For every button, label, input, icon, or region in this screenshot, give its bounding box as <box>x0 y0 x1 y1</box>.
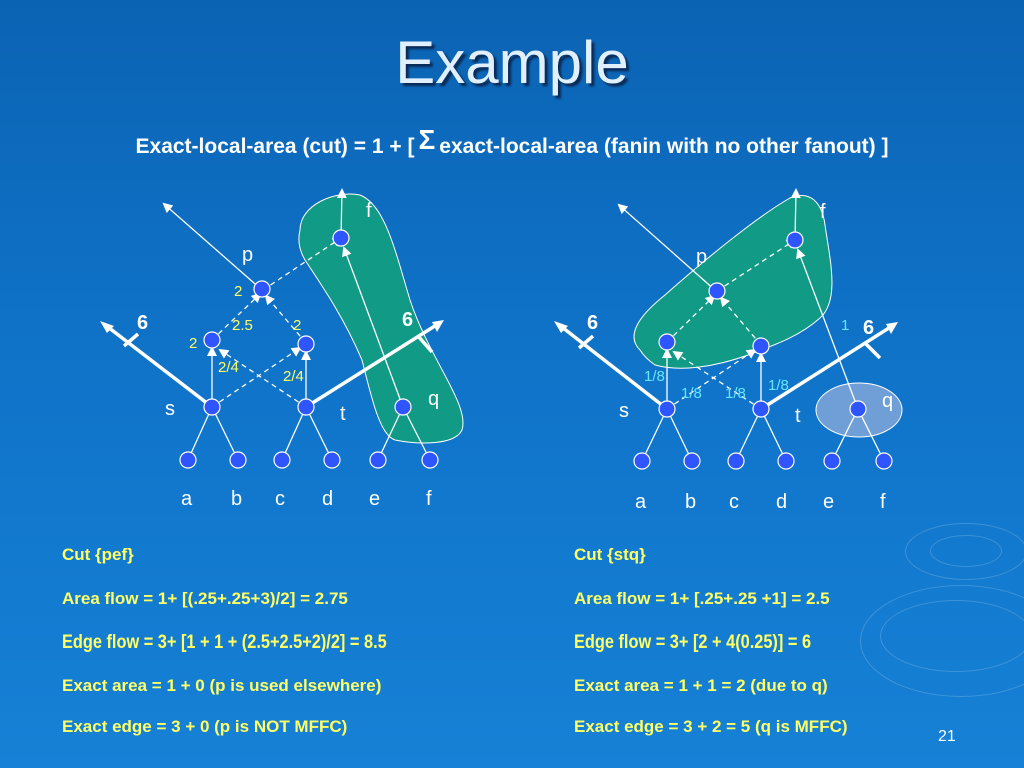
label-q: q <box>428 388 439 410</box>
label-f-bottom: f <box>426 488 432 510</box>
right-cut-region <box>633 195 833 369</box>
weight-label: 1/8 <box>681 385 702 402</box>
node-d <box>323 451 341 469</box>
page-number: 21 <box>938 728 956 745</box>
node-c <box>273 451 291 469</box>
node-a <box>633 452 651 470</box>
weight-label: 1 <box>841 317 849 334</box>
node-t <box>752 400 770 418</box>
node-p <box>708 282 726 300</box>
node-t <box>297 398 315 416</box>
label-e: e <box>823 491 834 513</box>
label-a: a <box>635 491 647 513</box>
node-s <box>203 398 221 416</box>
node-p <box>253 280 271 298</box>
label-c: c <box>729 491 739 513</box>
label-e: e <box>369 488 380 510</box>
node-b <box>229 451 247 469</box>
left-cut-region <box>298 193 464 444</box>
weight-label: 2/4 <box>218 359 239 376</box>
right-text-column: Cut {stq} Area flow = 1+ [.25+.25 +1] = … <box>574 545 954 745</box>
cut-value-right: 6 <box>402 309 413 331</box>
left-exact-edge: Exact edge = 3 + 0 (p is NOT MFFC) <box>62 717 348 736</box>
node-mid-left <box>658 333 676 351</box>
right-diagram: f p s t q a b c d e f 6 6 1 1/8 1/8 1/8 … <box>554 188 903 513</box>
left-text-column: Cut {pef} Area flow = 1+ [(.25+.25+3)/2]… <box>62 545 522 745</box>
label-s: s <box>619 400 629 422</box>
right-cut-line: Cut {stq} <box>574 545 646 564</box>
label-p: p <box>696 246 707 268</box>
node-mid-right <box>297 335 315 353</box>
node-e <box>823 452 841 470</box>
sigma-symbol: Σ <box>418 124 436 155</box>
formula-right: exact-local-area (fanin with no other fa… <box>439 135 889 158</box>
weight-label: 2/4 <box>283 368 304 385</box>
node-c <box>727 452 745 470</box>
weight-label: 1/8 <box>644 368 665 385</box>
weight-label: 2.5 <box>232 317 253 334</box>
left-edge-flow: Edge flow = 3+ [1 + 1 + (2.5+2.5+2)/2] =… <box>62 632 387 653</box>
node-e <box>369 451 387 469</box>
node-f-top <box>332 229 350 247</box>
cut-value-left: 6 <box>137 312 148 334</box>
weight-label: 2 <box>293 317 301 334</box>
label-t: t <box>795 405 801 427</box>
weight-label: 1/8 <box>725 385 746 402</box>
label-d: d <box>776 491 787 513</box>
node-d <box>777 452 795 470</box>
node-f-top <box>786 231 804 249</box>
node-q <box>394 398 412 416</box>
ripple-decoration <box>905 523 1024 580</box>
page-title: Example <box>395 29 629 96</box>
node-q <box>849 400 867 418</box>
node-s <box>658 400 676 418</box>
weight-label: 2 <box>234 283 242 300</box>
right-exact-area: Exact area = 1 + 1 = 2 (due to q) <box>574 676 828 695</box>
label-f-bottom: f <box>880 491 886 513</box>
label-q: q <box>882 390 893 412</box>
cut-value-right: 6 <box>863 317 874 339</box>
label-p: p <box>242 244 253 266</box>
weight-label: 1/8 <box>768 377 789 394</box>
label-f-top: f <box>820 201 826 223</box>
node-f-bottom <box>875 452 893 470</box>
label-a: a <box>181 488 193 510</box>
node-b <box>683 452 701 470</box>
label-d: d <box>322 488 333 510</box>
label-b: b <box>685 491 696 513</box>
left-cut-line: Cut {pef} <box>62 545 134 564</box>
cut-value-left: 6 <box>587 312 598 334</box>
left-area-flow: Area flow = 1+ [(.25+.25+3)/2] = 2.75 <box>62 589 348 608</box>
node-a <box>179 451 197 469</box>
label-b: b <box>231 488 242 510</box>
left-exact-area: Exact area = 1 + 0 (p is used elsewhere) <box>62 676 382 695</box>
right-exact-edge: Exact edge = 3 + 2 = 5 (q is MFFC) <box>574 717 848 736</box>
left-diagram: f p s t q a b c d e f 6 6 2 2.5 2 2 2/4 … <box>100 188 464 510</box>
node-f-bottom <box>421 451 439 469</box>
node-mid-left <box>203 331 221 349</box>
right-edge-flow: Edge flow = 3+ [2 + 4(0.25)] = 6 <box>574 632 812 653</box>
node-mid-right <box>752 337 770 355</box>
label-t: t <box>340 403 346 425</box>
label-c: c <box>275 488 285 510</box>
right-area-flow: Area flow = 1+ [.25+.25 +1] = 2.5 <box>574 589 830 608</box>
weight-label: 2 <box>189 335 197 352</box>
label-f-top: f <box>366 200 372 222</box>
formula-left: Exact-local-area (cut) = 1 + [ <box>135 135 415 158</box>
label-s: s <box>165 398 175 420</box>
